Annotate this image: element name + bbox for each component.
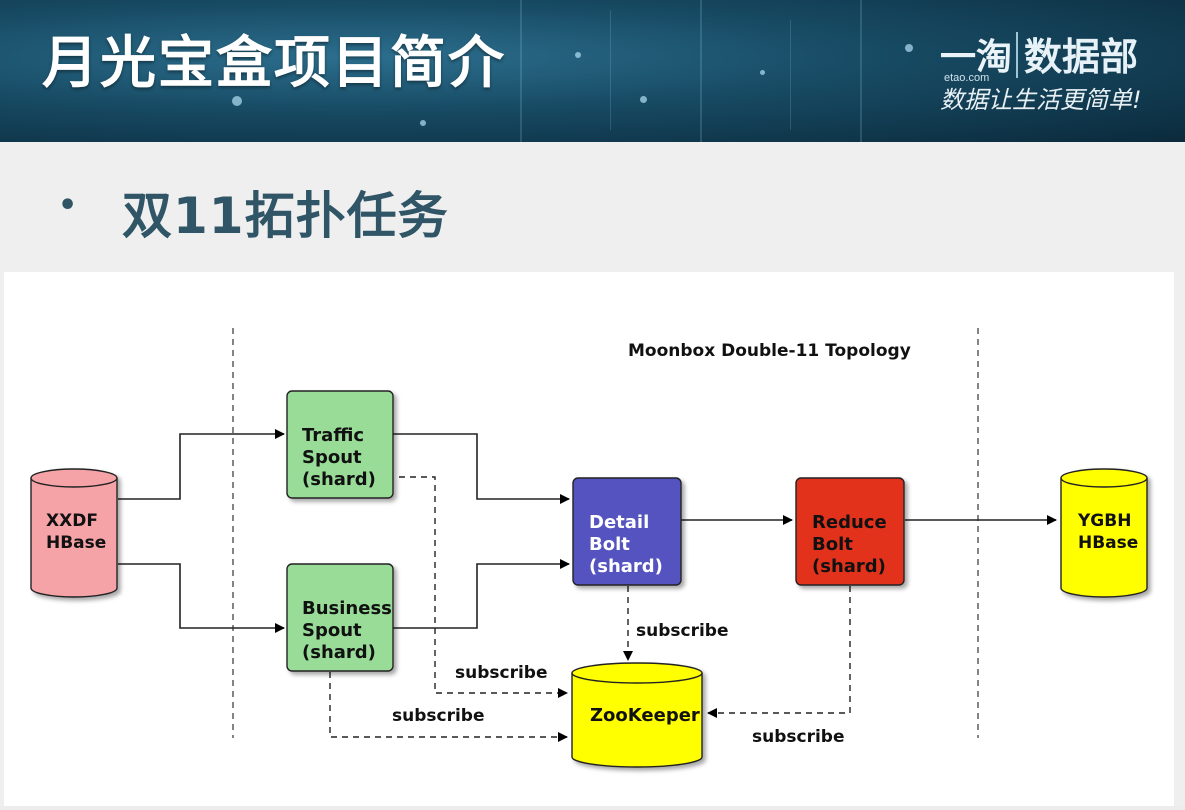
node-business-label-3: (shard) [302, 642, 376, 663]
node-traffic-label-2: Spout [302, 447, 362, 468]
header-banner: 月光宝盒项目简介 一淘 etao.com 数据部 数据让生活更简单! [0, 0, 1185, 142]
node-traffic-label-1: Traffic [302, 425, 364, 446]
diagram-title: Moonbox Double-11 Topology [628, 341, 911, 361]
node-traffic-label-3: (shard) [302, 469, 376, 490]
label-subscribe-business: subscribe [392, 706, 485, 726]
edge-traffic-zookeeper [399, 476, 568, 698]
logo-department: 数据部 [1024, 35, 1139, 79]
node-business-spout [286, 563, 394, 672]
edge-xxdf-business [118, 563, 285, 633]
node-zookeeper [571, 662, 703, 768]
node-business-label-2: Spout [302, 620, 362, 641]
node-traffic-spout [286, 390, 394, 499]
node-ygbh-hbase [1060, 468, 1148, 598]
label-subscribe-detail: subscribe [636, 621, 729, 641]
bullet-icon: • [58, 188, 78, 223]
node-ygbh-label-1: YGBH [1077, 511, 1131, 531]
logo-slogan: 数据让生活更简单! [940, 86, 1142, 114]
node-business-label-1: Business [302, 598, 392, 619]
logo-brand: 一淘 [940, 37, 1013, 78]
edge-reduce-zookeeper [707, 586, 851, 718]
node-xxdf-hbase [30, 468, 118, 598]
edge-xxdf-traffic [118, 429, 285, 500]
logo-divider [1016, 32, 1018, 78]
node-detail-label-1: Detail [589, 512, 649, 533]
node-zookeeper-label: ZooKeeper [590, 705, 700, 726]
topology-diagram: Moonbox Double-11 Topology subscribe sub… [30, 328, 1148, 768]
diagram-panel: Moonbox Double-11 Topology subscribe sub… [4, 272, 1174, 806]
node-reduce-label-2: Bolt [812, 534, 853, 555]
node-detail-label-2: Bolt [589, 534, 630, 555]
edge-traffic-detail [393, 433, 570, 504]
node-reduce-label-1: Reduce [812, 512, 887, 533]
edge-business-detail [393, 559, 570, 629]
page-title: 月光宝盒项目简介 [42, 31, 506, 96]
edge-business-zookeeper [329, 672, 568, 742]
node-xxdf-label-1: XXDF [46, 511, 98, 531]
node-reduce-bolt [795, 477, 905, 586]
node-detail-label-3: (shard) [589, 556, 663, 577]
logo-url: etao.com [944, 72, 990, 84]
node-xxdf-label-2: HBase [46, 533, 106, 553]
node-reduce-label-3: (shard) [812, 556, 886, 577]
label-subscribe-traffic: subscribe [455, 663, 548, 683]
node-detail-bolt [572, 477, 682, 586]
section-heading: 双11拓扑任务 [122, 187, 449, 245]
label-subscribe-reduce: subscribe [752, 727, 845, 747]
etao-logo: 一淘 etao.com 数据部 数据让生活更简单! [940, 22, 1170, 122]
node-ygbh-label-2: HBase [1078, 533, 1138, 553]
